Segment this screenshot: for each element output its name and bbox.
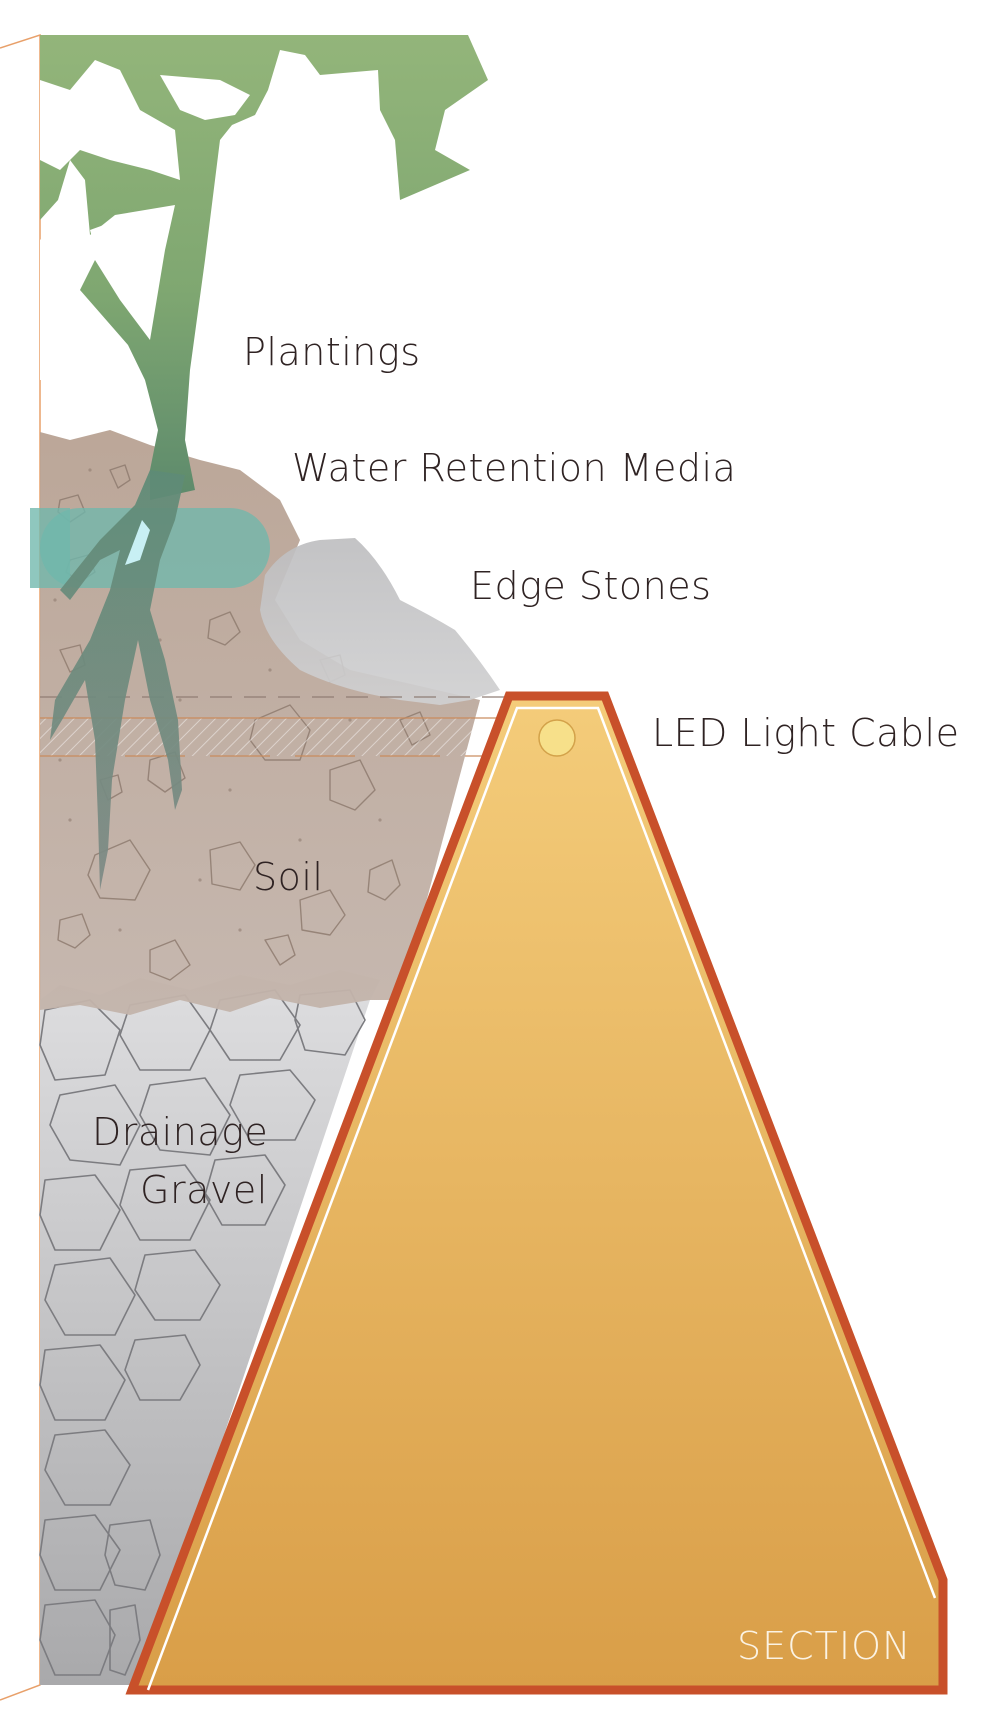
label-water-retention-media: Water Retention Media [292,446,737,490]
label-section: SECTION [737,1624,912,1668]
led-channel [40,696,570,757]
plant-illustration [40,35,488,890]
drainage-gravel-layer [39,970,380,1685]
planter-wall [125,691,948,1695]
label-soil: Soil [253,855,324,899]
led-light-cable [538,719,576,757]
label-led-light-cable: LED Light Cable [652,711,960,755]
label-drainage: Drainage [92,1110,269,1154]
label-plantings: Plantings [243,330,421,374]
edge-stones [260,538,500,705]
left-border-line [0,33,41,1701]
label-edge-stones: Edge Stones [470,564,712,608]
label-gravel: Gravel [140,1168,268,1212]
